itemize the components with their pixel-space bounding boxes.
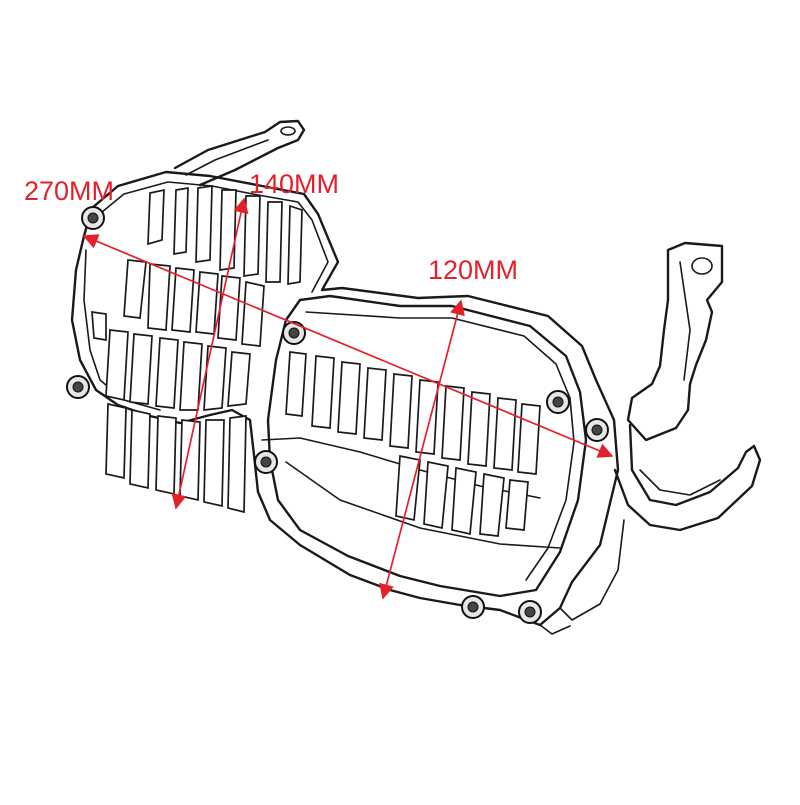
- mount-hole: [691, 257, 713, 275]
- width-dimension-label: 270MM: [24, 176, 114, 206]
- bolt: [585, 418, 609, 442]
- bolt: [461, 595, 485, 619]
- bolt: [282, 321, 306, 345]
- bolt: [518, 600, 542, 624]
- inner-height-dimension-label: 120MM: [428, 255, 518, 285]
- side-mount-bracket: [613, 241, 762, 532]
- mount-hole: [280, 126, 296, 136]
- bolt: [81, 206, 105, 230]
- bolt: [66, 375, 90, 399]
- bolt: [254, 450, 278, 474]
- inner-height-dimension-line: [379, 299, 465, 600]
- bolt: [546, 390, 570, 414]
- height-dimension-label: 140MM: [249, 169, 339, 199]
- top-mount-bracket: [173, 119, 306, 187]
- dimension-lines: [82, 197, 614, 600]
- height-dimension-line: [171, 197, 249, 510]
